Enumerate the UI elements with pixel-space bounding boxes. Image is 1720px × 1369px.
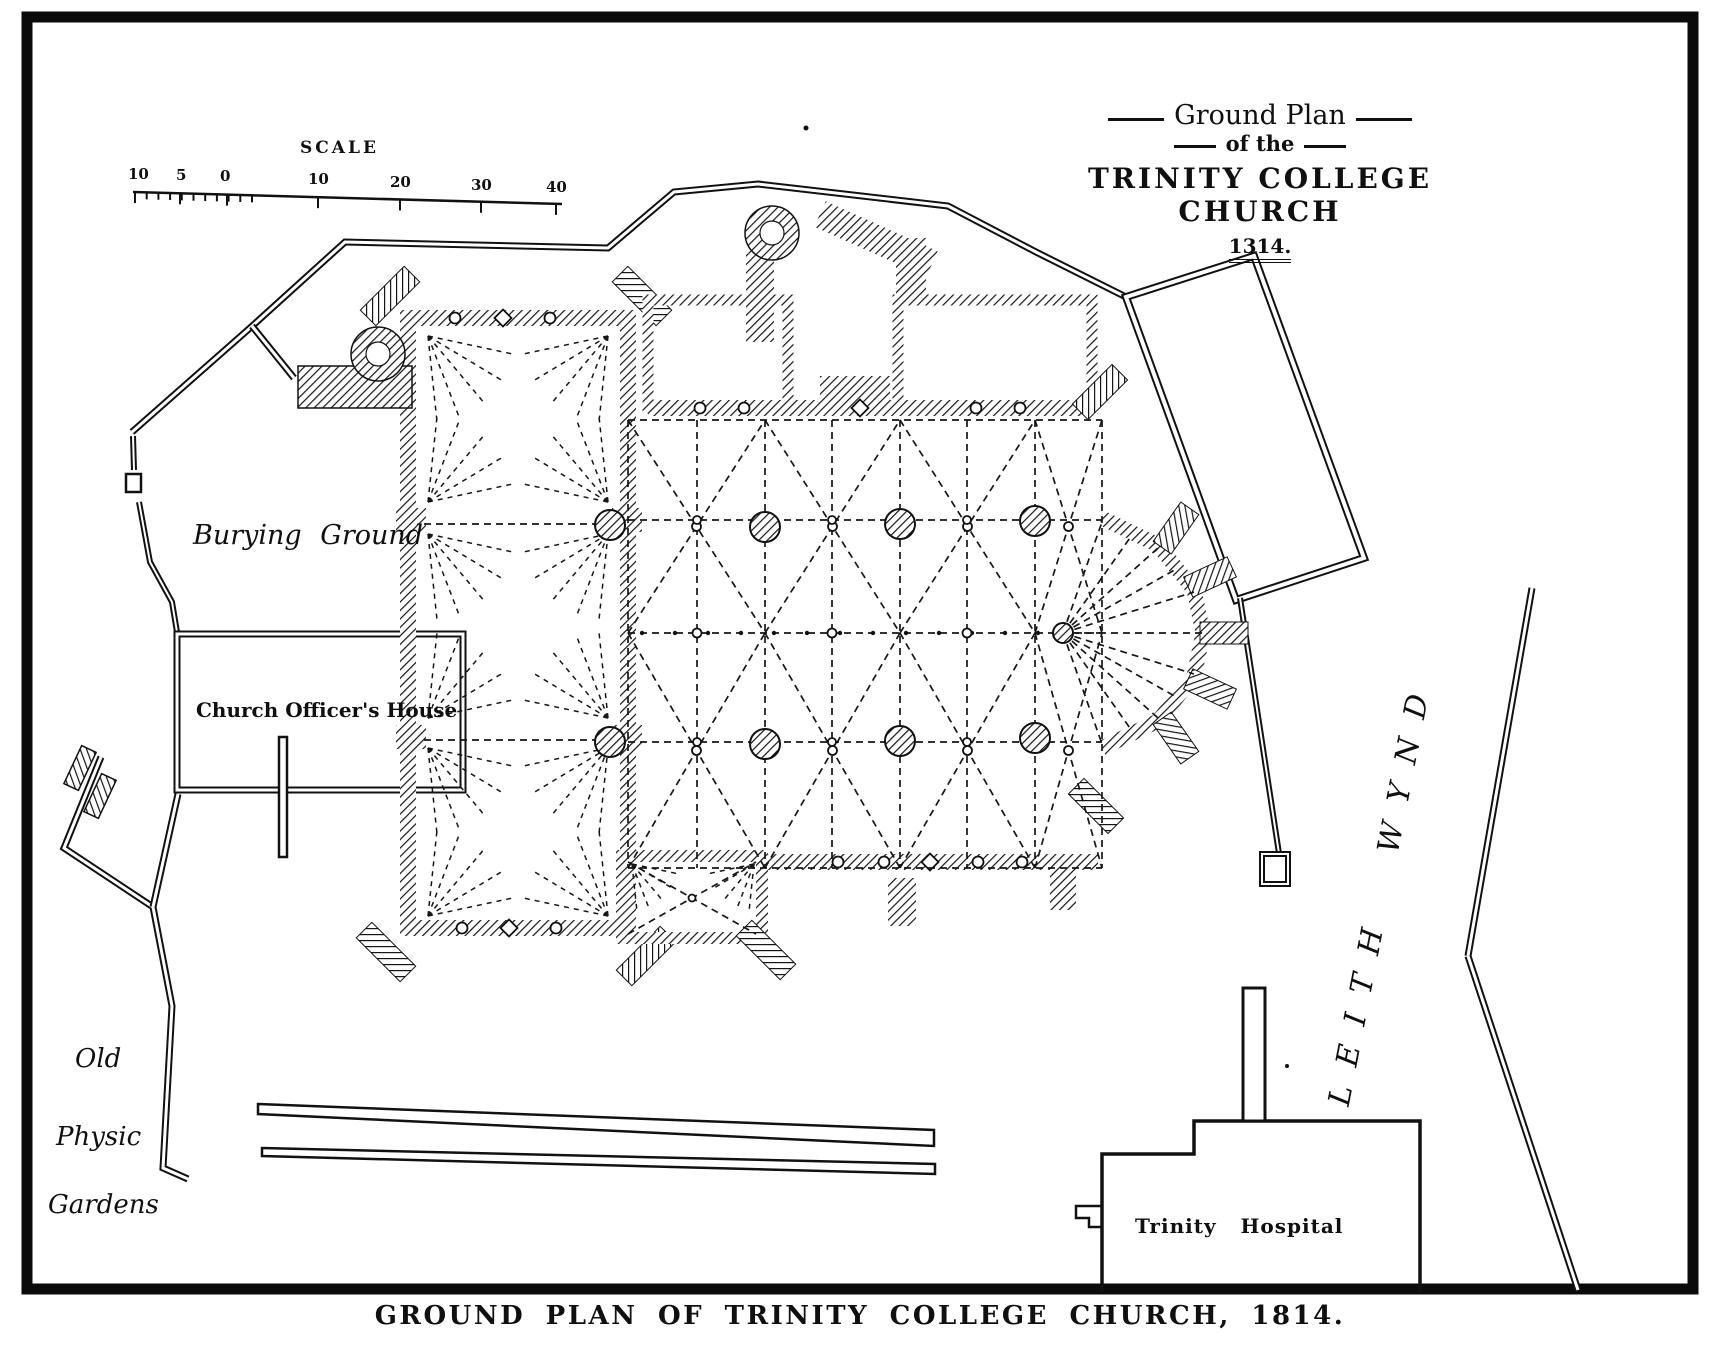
title-rule (1108, 118, 1165, 121)
plate-border (21, 11, 1699, 1295)
scale-label: SCALE (300, 138, 379, 158)
title-line2-row: of the (1040, 131, 1480, 156)
scale-tick-label: 30 (471, 176, 492, 194)
scale-tick-label: 5 (176, 166, 187, 184)
title-rule (1173, 145, 1216, 148)
title-line1: Ground Plan (1174, 100, 1346, 131)
title-line2: of the (1225, 131, 1295, 156)
arcade-openings (448, 308, 1029, 938)
scale-bar-drawing (132, 190, 563, 215)
title-rule (1355, 118, 1412, 121)
scale-tick-label: 0 (220, 167, 231, 185)
piers (594, 505, 1074, 760)
old-physic-gardens-line1: Old (75, 1044, 122, 1074)
church-officers-house-label: Church Officer's House (196, 698, 458, 722)
title-date: 1314. (1228, 234, 1292, 263)
scale-tick-label: 40 (546, 178, 567, 196)
title-line1-row: Ground Plan (1040, 100, 1480, 131)
trinity-hospital-label: Trinity Hospital (1135, 1214, 1344, 1238)
title-church-name: TRINITY COLLEGE CHURCH (1087, 162, 1433, 228)
scale-tick-label: 10 (308, 170, 329, 188)
scale-tick-label: 10 (128, 165, 149, 183)
scale-tick-label: 20 (390, 173, 411, 191)
title-rule (1304, 145, 1347, 148)
vault-ribs (424, 419, 1202, 935)
old-physic-gardens-line3: Gardens (48, 1190, 159, 1220)
figure-caption: GROUND PLAN OF TRINITY COLLEGE CHURCH, 1… (374, 1301, 1346, 1331)
title-block: Ground Plan of the TRINITY COLLEGE CHURC… (1040, 100, 1480, 263)
vault-fans (427, 335, 755, 917)
church-plan (297, 201, 1249, 987)
old-physic-gardens-line2: Physic (56, 1122, 142, 1152)
burying-ground-label: Burying Ground (193, 520, 424, 551)
